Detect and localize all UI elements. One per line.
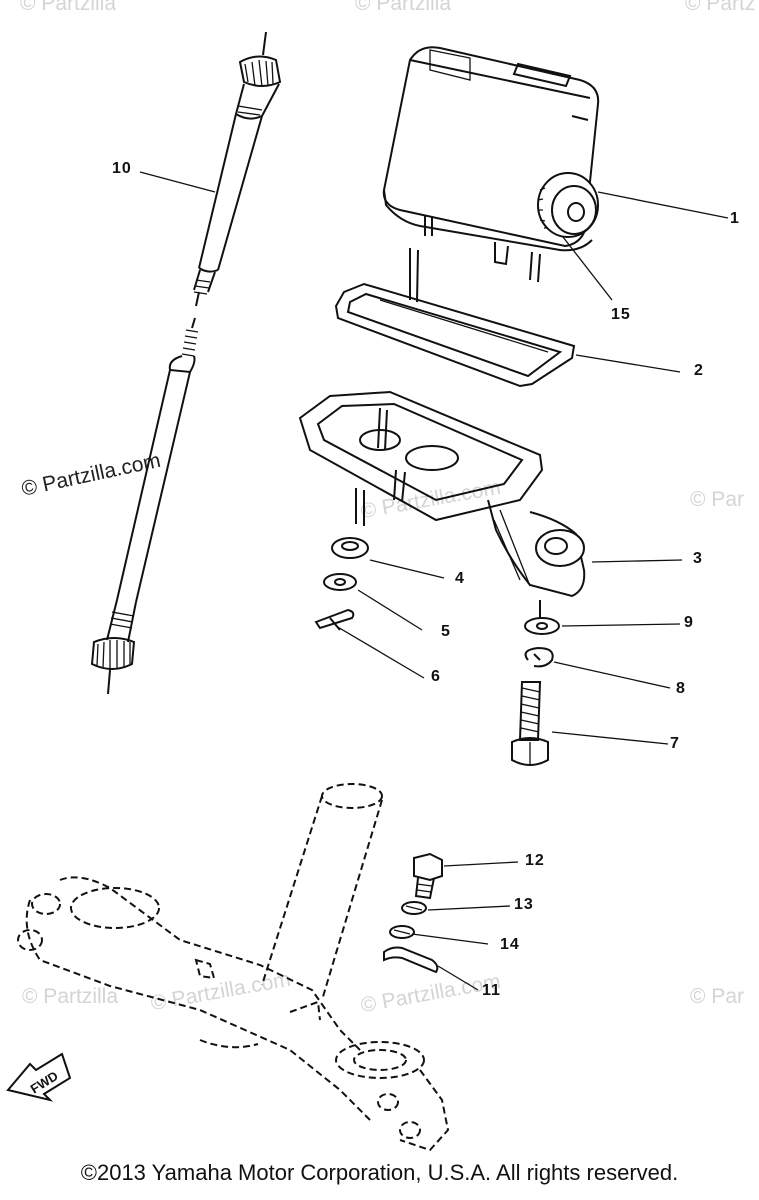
- watermark: © Partzilla: [22, 985, 118, 1008]
- copyright-notice: ©2013 Yamaha Motor Corporation, U.S.A. A…: [80, 1160, 679, 1185]
- part-9-washer: [524, 617, 560, 635]
- watermark: © Partz: [685, 0, 756, 15]
- part-13-washer: [401, 901, 427, 915]
- watermark: © Par: [690, 488, 744, 511]
- part-5-washer: [323, 573, 357, 591]
- callout-10: 10: [112, 160, 132, 177]
- callout-11: 11: [482, 982, 501, 999]
- watermark: © Par: [690, 985, 744, 1008]
- fwd-label: FWD: [28, 1068, 61, 1096]
- part-2-gasket: [334, 248, 576, 388]
- callout-1: 1: [730, 210, 740, 227]
- callout-15: 15: [611, 306, 631, 323]
- callout-5: 5: [441, 623, 451, 640]
- part-8-lock-washer: [524, 646, 554, 668]
- fwd-arrow: [6, 1052, 72, 1102]
- steering-stem: [17, 783, 450, 1152]
- callout-12: 12: [525, 852, 545, 869]
- part-10-cable: [193, 31, 282, 307]
- callout-4: 4: [455, 570, 465, 587]
- part-11-clamp: [383, 946, 439, 974]
- callout-9: 9: [684, 614, 694, 631]
- leader-lines: [139, 171, 729, 991]
- part-3-bracket: [298, 390, 586, 598]
- part-10-cable-lower: [90, 317, 199, 695]
- part-7-bolt: [511, 681, 549, 766]
- watermark: © Partzilla: [20, 0, 116, 15]
- callout-6: 6: [431, 668, 441, 685]
- callout-3: 3: [693, 550, 703, 567]
- part-12-bolt: [413, 852, 443, 900]
- part-4-grommet: [331, 537, 369, 559]
- callout-2: 2: [694, 362, 704, 379]
- callout-7: 7: [670, 735, 680, 752]
- part-14-washer: [389, 925, 415, 939]
- callout-14: 14: [500, 936, 520, 953]
- callout-13: 13: [514, 896, 534, 913]
- part-6-cotter-pin: [314, 608, 355, 631]
- callout-8: 8: [676, 680, 686, 697]
- watermark: © Partzilla: [355, 0, 451, 15]
- part-1-meter: [382, 46, 600, 283]
